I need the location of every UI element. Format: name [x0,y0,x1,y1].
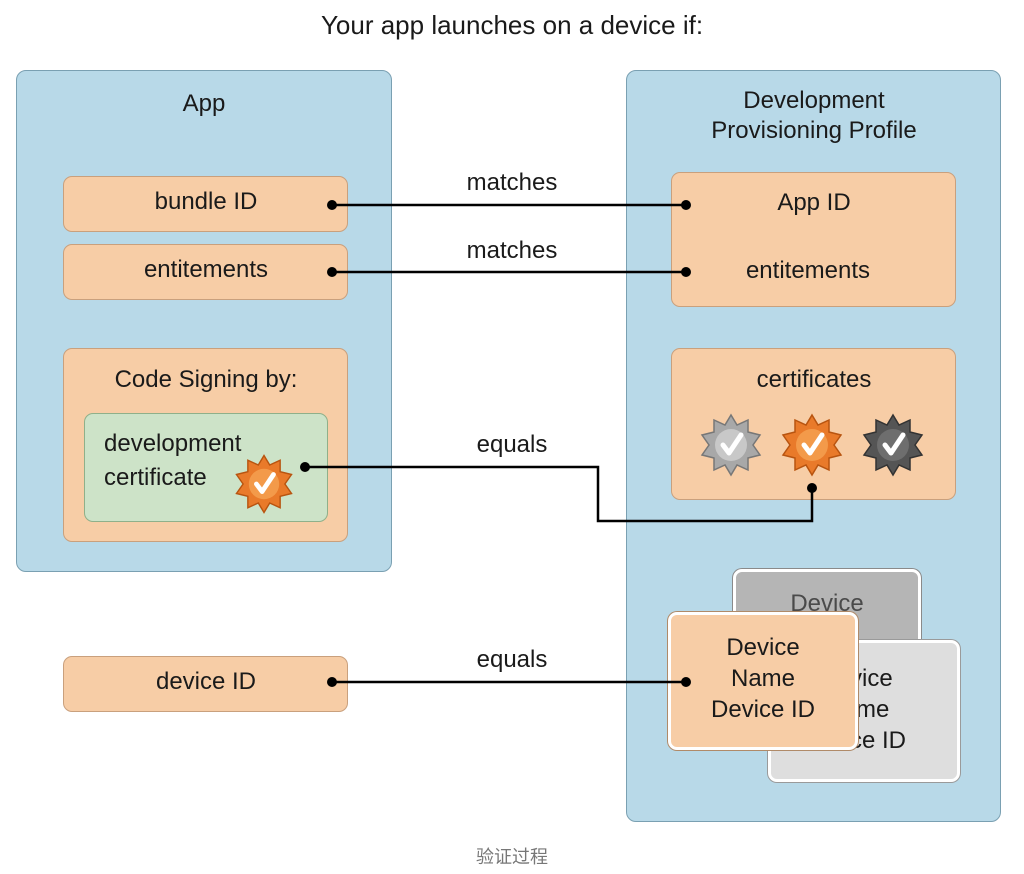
profile-heading-line1: Development [743,87,885,114]
app-entitlements-label: entitements [143,256,269,283]
app-heading: App [182,90,226,117]
connector-dot [327,677,337,687]
connector-line-certificate [305,465,814,523]
check-badge-icon [235,454,293,514]
connector-dot [300,462,310,472]
connector-dot [327,267,337,277]
device-id-label: device ID [155,668,257,695]
connector-label-bundle: matches [466,169,558,196]
device-id-box [63,656,348,712]
certificates-label: certificates [756,366,872,393]
device-card-middle-line2: me [856,696,890,723]
dev-certificate-box [84,413,328,522]
connector-label-device: equals [476,646,548,673]
check-badge-icon [701,414,761,476]
bundle-id-label: bundle ID [154,188,258,215]
check-badge-icon [863,414,923,476]
connector-dot [681,677,691,687]
device-card-middle-line3: ce ID [850,727,907,754]
connector-dot [681,200,691,210]
code-signing-heading: Code Signing by: [114,366,298,393]
connector-label-certificate: equals [476,431,548,458]
device-card-front-line2: Name [730,665,796,692]
device-card-front-line3: Device ID [710,696,816,723]
figure-caption: 验证过程 [476,847,548,867]
dev-certificate-line2: certificate [104,464,207,491]
diagram-title: Your app launches on a device if: [320,10,704,40]
check-badge-icon [782,414,842,476]
connector-dot [807,483,817,493]
connector-dot [681,267,691,277]
app-id-box [671,172,956,307]
connector-dot [327,200,337,210]
app-entitlements-box [63,244,348,300]
device-card-front-line1: Device [726,634,800,661]
dev-certificate-line1: development [104,430,242,457]
profile-heading-line2: Provisioning Profile [711,117,917,144]
connector-label-entitlements: matches [466,237,558,264]
profile-entitlements-label: entitements [745,257,871,284]
app-id-label: App ID [777,189,851,216]
